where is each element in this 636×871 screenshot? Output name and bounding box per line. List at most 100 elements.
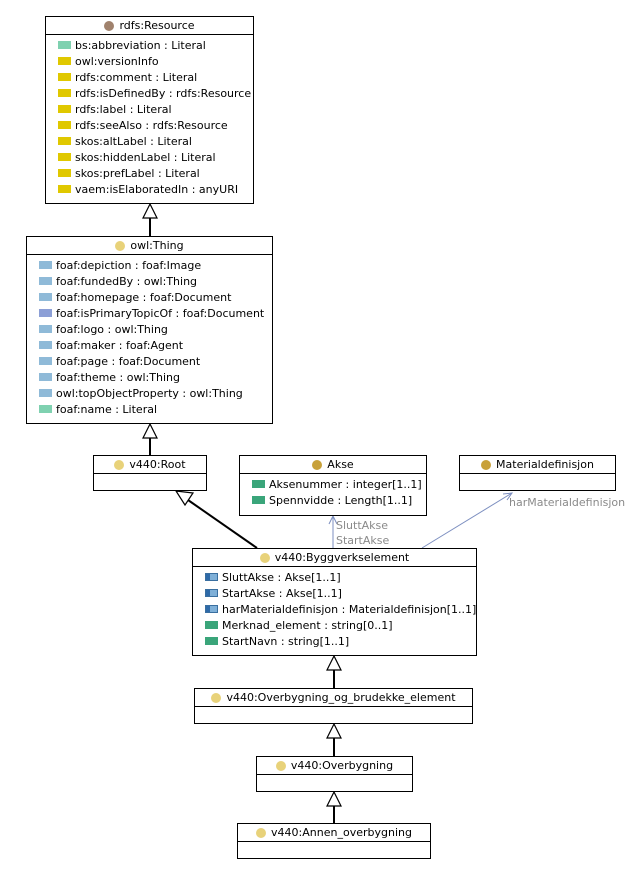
property-row[interactable]: foaf:logo : owl:Thing [27, 321, 272, 337]
association-edge-materialdefinisjon [421, 492, 513, 549]
object-property-icon [205, 573, 218, 581]
property-label: foaf:page : foaf:Document [56, 354, 201, 368]
property-list: foaf:depiction : foaf:Image foaf:fundedB… [27, 255, 272, 417]
class-header: v440:Byggverkselement [193, 549, 476, 567]
property-row[interactable]: StartAkse : Akse[1..1] [193, 585, 476, 601]
property-label: rdfs:label : Literal [75, 102, 172, 116]
class-icon [481, 459, 492, 470]
class-title: Akse [327, 458, 354, 471]
property-row[interactable]: bs:abbreviation : Literal [46, 37, 253, 53]
class-icon [115, 240, 126, 251]
class-v440-overbygning-og-brudekke-element[interactable]: v440:Overbygning_og_brudekke_element [194, 688, 473, 724]
object-property-icon [39, 373, 52, 381]
property-row[interactable]: vaem:isElaboratedIn : anyURI [46, 181, 253, 197]
class-icon [211, 692, 222, 703]
property-row[interactable]: harMaterialdefinisjon : Materialdefinisj… [193, 601, 476, 617]
property-row[interactable]: foaf:depiction : foaf:Image [27, 257, 272, 273]
property-row[interactable]: Aksenummer : integer[1..1] [240, 476, 426, 492]
class-title: owl:Thing [130, 239, 184, 252]
object-property-icon [39, 341, 52, 349]
property-label: SluttAkse : Akse[1..1] [222, 570, 341, 584]
property-row[interactable]: owl:versionInfo [46, 53, 253, 69]
object-property-icon [39, 261, 52, 269]
property-row[interactable]: owl:topObjectProperty : owl:Thing [27, 385, 272, 401]
property-label: foaf:name : Literal [56, 402, 158, 416]
property-row[interactable]: skos:altLabel : Literal [46, 133, 253, 149]
object-property-icon [39, 389, 52, 397]
class-v440-overbygning[interactable]: v440:Overbygning [256, 756, 413, 792]
object-property-icon [39, 293, 52, 301]
annotation-property-icon [58, 185, 71, 193]
association-arrowhead [328, 514, 338, 525]
class-header: Akse [240, 456, 426, 474]
inheritance-edge-bygg-root [187, 499, 258, 549]
object-property-icon [39, 309, 52, 317]
datatype-property-icon [58, 41, 71, 49]
property-row[interactable]: rdfs:seeAlso : rdfs:Resource [46, 117, 253, 133]
class-title: v440:Overbygning [290, 759, 394, 772]
class-owl-thing[interactable]: owl:Thing foaf:depiction : foaf:Image fo… [26, 236, 273, 424]
property-label: owl:versionInfo [75, 54, 159, 68]
object-property-icon [39, 357, 52, 365]
property-row[interactable]: rdfs:label : Literal [46, 101, 253, 117]
class-akse[interactable]: Akse Aksenummer : integer[1..1] Spennvid… [239, 455, 427, 516]
property-row[interactable]: skos:prefLabel : Literal [46, 165, 253, 181]
class-v440-annen-overbygning[interactable]: v440:Annen_overbygning [237, 823, 431, 859]
annotation-property-icon [58, 137, 71, 145]
property-row[interactable]: rdfs:comment : Literal [46, 69, 253, 85]
annotation-property-icon [58, 121, 71, 129]
property-label: foaf:depiction : foaf:Image [56, 258, 202, 272]
inheritance-arrowhead [326, 722, 342, 739]
inheritance-arrowhead [142, 422, 158, 439]
literal-attribute-icon [205, 637, 218, 645]
property-row[interactable]: skos:hiddenLabel : Literal [46, 149, 253, 165]
relation-label-startakse: StartAkse [336, 534, 390, 547]
class-title: v440:Overbygning_og_brudekke_element [226, 691, 456, 704]
property-row[interactable]: rdfs:isDefinedBy : rdfs:Resource [46, 85, 253, 101]
property-row[interactable]: foaf:isPrimaryTopicOf : foaf:Document [27, 305, 272, 321]
property-row[interactable]: foaf:maker : foaf:Agent [27, 337, 272, 353]
class-materialdefinisjon[interactable]: Materialdefinisjon [459, 455, 616, 491]
property-row[interactable]: foaf:theme : owl:Thing [27, 369, 272, 385]
property-label: foaf:homepage : foaf:Document [56, 290, 232, 304]
property-row[interactable]: foaf:homepage : foaf:Document [27, 289, 272, 305]
class-header: v440:Overbygning [257, 757, 412, 775]
property-label: foaf:fundedBy : owl:Thing [56, 274, 198, 288]
class-icon [114, 459, 125, 470]
property-label: skos:prefLabel : Literal [75, 166, 200, 180]
literal-attribute-icon [252, 480, 265, 488]
annotation-property-icon [58, 169, 71, 177]
class-header: owl:Thing [27, 237, 272, 255]
property-row[interactable]: StartNavn : string[1..1] [193, 633, 476, 649]
property-row[interactable]: Merknad_element : string[0..1] [193, 617, 476, 633]
datatype-property-icon [39, 405, 52, 413]
property-row[interactable]: foaf:fundedBy : owl:Thing [27, 273, 272, 289]
property-label: skos:hiddenLabel : Literal [75, 150, 216, 164]
class-rdfs-resource[interactable]: rdfs:Resource bs:abbreviation : Literal … [45, 16, 254, 204]
relation-label-harmaterialdefinisjon: harMaterialdefinisjon [509, 496, 626, 509]
literal-attribute-icon [205, 621, 218, 629]
property-row[interactable]: SluttAkse : Akse[1..1] [193, 569, 476, 585]
property-row[interactable]: foaf:name : Literal [27, 401, 272, 417]
class-title: v440:Root [129, 458, 186, 471]
class-title: Materialdefinisjon [496, 458, 594, 471]
class-header: Materialdefinisjon [460, 456, 615, 474]
object-property-icon [205, 589, 218, 597]
annotation-property-icon [58, 153, 71, 161]
class-title: rdfs:Resource [119, 19, 195, 32]
property-row[interactable]: foaf:page : foaf:Document [27, 353, 272, 369]
relation-label-sluttakse: SluttAkse [336, 519, 389, 532]
property-label: foaf:theme : owl:Thing [56, 370, 180, 384]
property-label: vaem:isElaboratedIn : anyURI [75, 182, 239, 196]
property-row[interactable]: Spennvidde : Length[1..1] [240, 492, 426, 508]
property-label: rdfs:isDefinedBy : rdfs:Resource [75, 86, 252, 100]
property-label: Merknad_element : string[0..1] [222, 618, 393, 632]
property-label: owl:topObjectProperty : owl:Thing [56, 386, 243, 400]
class-v440-byggverkselement[interactable]: v440:Byggverkselement SluttAkse : Akse[1… [192, 548, 477, 656]
class-v440-root[interactable]: v440:Root [93, 455, 207, 491]
object-property-icon [205, 605, 218, 613]
class-icon [312, 459, 323, 470]
property-label: skos:altLabel : Literal [75, 134, 192, 148]
property-label: foaf:isPrimaryTopicOf : foaf:Document [56, 306, 265, 320]
property-list: SluttAkse : Akse[1..1] StartAkse : Akse[… [193, 567, 476, 649]
